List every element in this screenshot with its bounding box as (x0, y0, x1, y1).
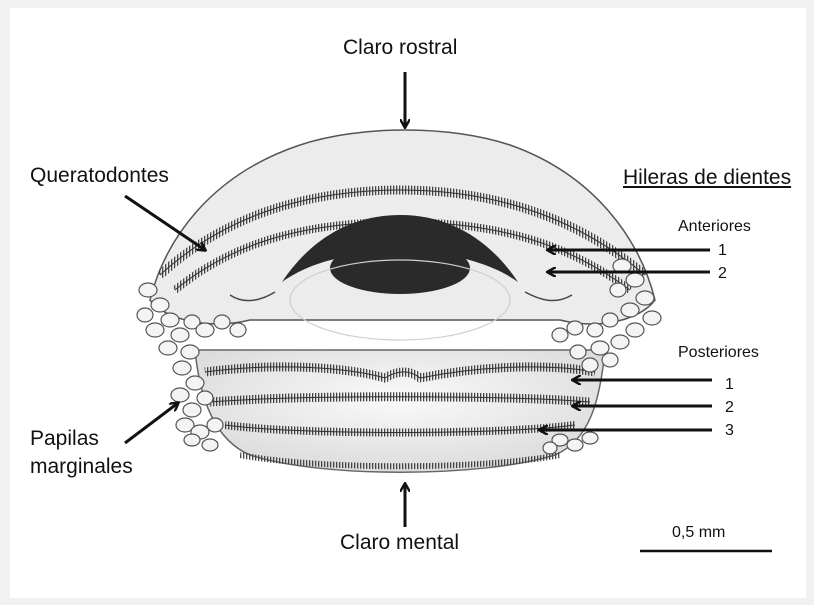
mouth-opening (330, 242, 470, 294)
label-posterior-row-1: 1 (725, 376, 734, 394)
label-hileras-de-dientes: Hileras de dientes (623, 166, 791, 190)
label-anterior-row-1: 1 (718, 242, 727, 260)
label-posterior-row-3: 3 (725, 422, 734, 440)
arrow-papilas (125, 403, 178, 443)
label-claro-mental: Claro mental (340, 531, 459, 555)
label-papilas: Papilas (30, 427, 99, 451)
label-queratodontes: Queratodontes (30, 164, 169, 188)
label-anteriores: Anteriores (678, 218, 751, 236)
label-scale: 0,5 mm (672, 524, 725, 542)
posterior-row-2 (210, 397, 590, 402)
label-claro-rostral: Claro rostral (343, 36, 457, 60)
label-posterior-row-2: 2 (725, 399, 734, 417)
label-marginales: marginales (30, 455, 133, 479)
label-anterior-row-2: 2 (718, 265, 727, 283)
label-posteriores: Posteriores (678, 344, 759, 362)
